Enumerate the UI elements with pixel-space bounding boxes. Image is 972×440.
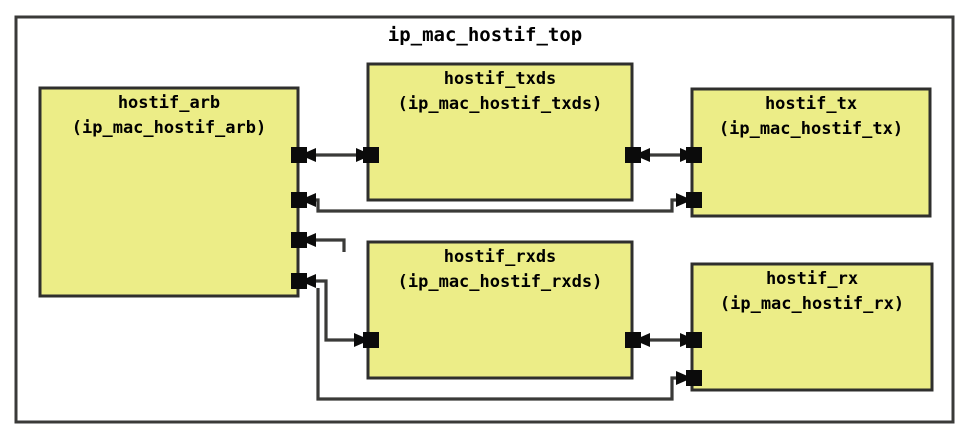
arrowhead-tx-arb-into-arb [300, 193, 316, 207]
arrowhead-arb-rxds-into-arb [300, 274, 316, 288]
block-hostif-tx-name: hostif_tx [765, 94, 857, 114]
arrowhead-arb-txds-left [300, 148, 316, 162]
port-rx-left-rxds [686, 332, 702, 348]
block-hostif-arb-name: hostif_arb [118, 93, 220, 113]
port-txds-left [363, 147, 379, 163]
block-hostif-tx-module: (ip_mac_hostif_tx) [719, 119, 903, 139]
connection-rx-arb [316, 288, 692, 401]
block-hostif-rxds[interactable]: hostif_rxds (ip_mac_hostif_rxds) [366, 240, 634, 380]
arrowhead-rx-arb-into-rx [676, 371, 692, 385]
connection-arb-rxds [300, 274, 370, 347]
block-hostif-arb[interactable]: hostif_arb (ip_mac_hostif_arb) [38, 86, 300, 298]
port-rxds-right [625, 332, 641, 348]
block-hostif-txds-module: (ip_mac_hostif_txds) [398, 94, 603, 114]
block-hostif-tx-rect[interactable] [690, 87, 932, 218]
diagram-title: ip_mac_hostif_top [388, 24, 582, 46]
block-hostif-rxds-rect[interactable] [366, 240, 634, 380]
port-tx-left-txds [686, 147, 702, 163]
port-arb-rx-in [291, 273, 307, 289]
block-hostif-rxds-name: hostif_rxds [444, 247, 557, 267]
block-hostif-txds-rect[interactable] [366, 62, 634, 202]
port-arb-rxds-in [291, 232, 307, 248]
block-hostif-rxds-module: (ip_mac_hostif_rxds) [398, 272, 603, 292]
arrowhead-tx-arb-into-tx [676, 193, 692, 207]
block-hostif-arb-rect[interactable] [38, 86, 300, 298]
arrowhead-rxds-rx-left [634, 333, 650, 347]
block-hostif-rx-name: hostif_rx [766, 269, 858, 289]
port-rxds-left [363, 332, 379, 348]
block-hostif-arb-module: (ip_mac_hostif_arb) [72, 118, 266, 138]
port-arb-txds [291, 147, 307, 163]
block-hostif-txds[interactable]: hostif_txds (ip_mac_hostif_txds) [366, 62, 634, 202]
block-hostif-rx-rect[interactable] [690, 262, 934, 392]
arrowhead-txds-tx-left [634, 148, 650, 162]
block-hostif-rx-module: (ip_mac_hostif_rx) [720, 294, 904, 314]
arrowhead-arb-rxds-into-rxds [354, 333, 370, 347]
port-tx-left-arb [686, 192, 702, 208]
connection-rxds-arb [300, 233, 346, 252]
port-txds-right [625, 147, 641, 163]
block-hostif-tx[interactable]: hostif_tx (ip_mac_hostif_tx) [690, 87, 932, 218]
port-arb-tx-in [291, 192, 307, 208]
arrowhead-rxds-arb-into-arb [300, 233, 316, 247]
block-hostif-rx[interactable]: hostif_rx (ip_mac_hostif_rx) [690, 262, 934, 392]
port-rx-left-arb [686, 370, 702, 386]
block-hostif-txds-name: hostif_txds [444, 69, 557, 89]
connection-tx-arb [300, 193, 692, 213]
